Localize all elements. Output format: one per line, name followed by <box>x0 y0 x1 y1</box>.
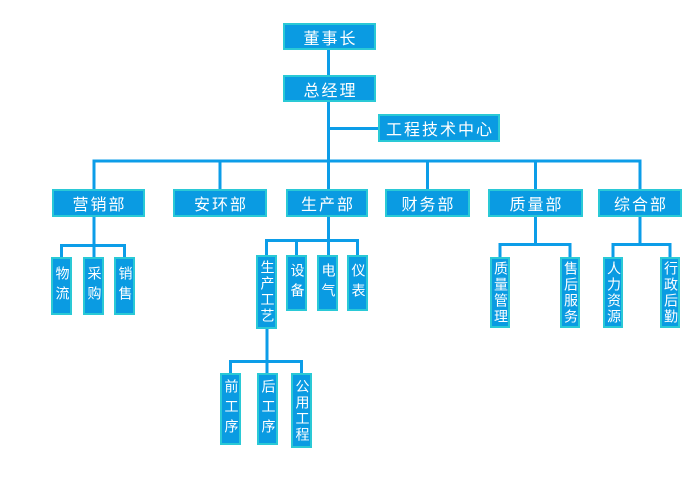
node-rear-process: 后工序 <box>257 373 278 445</box>
node-chairman: 董事长 <box>283 23 376 50</box>
node-utility-engineering: 公用工程 <box>291 373 312 448</box>
node-sales: 销售 <box>114 257 135 315</box>
node-engineering-center: 工程技术中心 <box>378 114 500 142</box>
node-electrical: 电气 <box>317 255 338 311</box>
node-production-process: 生产工艺 <box>256 255 277 329</box>
node-quality-management: 质量管理 <box>490 257 510 328</box>
node-logistics: 物流 <box>51 257 72 315</box>
node-dept-general-affairs: 综合部 <box>598 189 682 217</box>
node-admin-logistics: 行政后勤 <box>660 257 680 328</box>
node-dept-safety-environment: 安环部 <box>173 189 267 217</box>
node-dept-finance: 财务部 <box>385 189 470 217</box>
node-dept-marketing: 营销部 <box>52 189 145 217</box>
node-equipment: 设备 <box>286 255 307 311</box>
node-procurement: 采购 <box>83 257 104 315</box>
node-general-manager: 总经理 <box>283 75 376 102</box>
node-instrumentation: 仪表 <box>347 255 368 311</box>
node-front-process: 前工序 <box>220 373 241 445</box>
node-dept-quality: 质量部 <box>488 189 583 217</box>
node-human-resources: 人力资源 <box>603 257 623 328</box>
node-after-sales-service: 售后服务 <box>560 257 580 328</box>
node-dept-production: 生产部 <box>286 189 368 217</box>
